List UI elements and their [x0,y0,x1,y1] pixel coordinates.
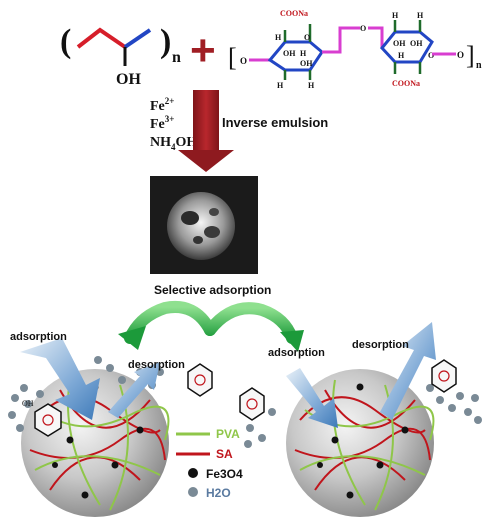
left-water-dots [8,356,164,432]
svg-text:O: O [457,50,464,60]
pva-oh: OH [116,71,141,88]
svg-text:Fe3+: Fe3+ [150,114,174,132]
svg-text:OH: OH [410,39,423,48]
process-label: Inverse emulsion [222,115,328,130]
legend-fe3o4-dot [188,468,198,478]
svg-text:H: H [392,11,399,20]
svg-text:OH: OH [283,49,296,58]
cycle-arrows [118,301,304,352]
svg-text:H: H [277,81,284,90]
svg-text:O: O [304,33,310,42]
right-adsorption-arrow [286,368,338,428]
svg-text:OH: OH [300,59,313,68]
left-adsorption-arrow [20,338,100,420]
svg-text:OH: OH [22,399,34,408]
legend: PVA SA Fe3O4 H2O [176,427,243,500]
left-desorption-label: desorption [128,359,185,371]
legend-h2o-label: H2O [206,486,231,500]
right-desorption-arrow [380,322,436,420]
plus-sign: + [190,26,216,75]
svg-text:O: O [428,51,434,60]
process-arrow [178,90,234,172]
left-desorption-arrow [108,362,160,418]
sem-micrograph [150,176,258,274]
sa-coona-top: COONa [280,9,308,18]
right-water-dots [244,384,482,448]
legend-fe3o4-label: Fe3O4 [206,467,243,481]
svg-text:H: H [417,11,424,20]
svg-text:(: ( [60,23,71,60]
legend-pva-label: PVA [216,427,240,441]
right-molecule-out [431,359,457,393]
reagent-list: Fe2+ Fe3+ NH4OH [150,96,197,152]
left-adsorption-label: adsorption [10,331,67,343]
legend-h2o-dot [188,487,198,497]
svg-text:OH: OH [393,39,406,48]
svg-text:NH4OH: NH4OH [150,135,197,152]
selective-label: Selective adsorption [154,283,271,297]
legend-sa-label: SA [216,447,233,461]
pva-subscript: n [172,49,181,66]
svg-text:H: H [300,49,307,58]
sa-o-left: O [240,56,247,66]
right-adsorption-label: adsorption [268,347,325,359]
sa-monomer: [ O COONa H OH H OH H H O O H H OH OH H … [228,9,482,90]
svg-text:): ) [160,23,171,60]
pva-monomer: ( ) n OH [60,23,181,88]
svg-text:]: ] [466,41,475,70]
sa-subscript: n [476,60,482,71]
svg-text:Fe2+: Fe2+ [150,96,174,114]
left-molecule-in: OH [22,399,62,437]
svg-text:H: H [398,51,405,60]
right-molecule-in [239,387,265,421]
svg-text:H: H [275,33,282,42]
right-desorption-label: desorption [352,339,409,351]
svg-text:[: [ [228,43,237,72]
svg-text:O: O [360,24,366,33]
sa-coona-bottom: COONa [392,79,420,88]
svg-text:H: H [308,81,315,90]
left-molecule-out [187,363,213,397]
